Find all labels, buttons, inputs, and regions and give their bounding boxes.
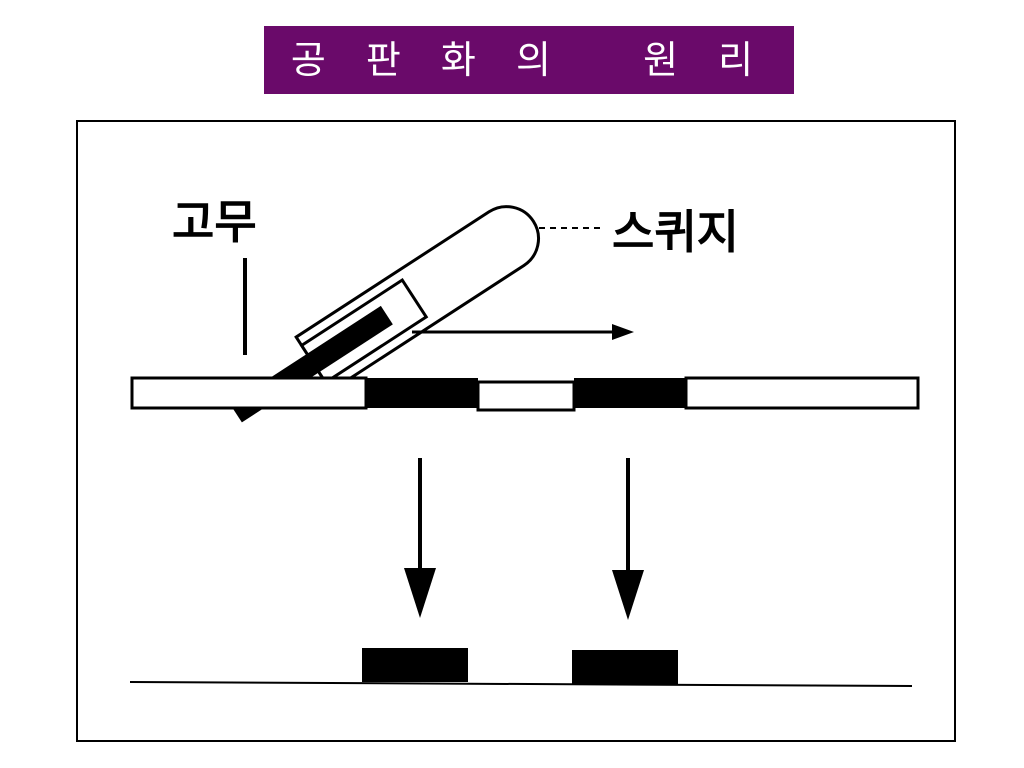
rubber-label: 고무 [172,195,257,249]
ink-arrow-left-head [404,568,436,618]
ink-deposit [572,650,678,684]
stencil-segment-blocked [476,380,576,412]
printed-paper-line [129,681,913,687]
stencil-screen [130,376,920,412]
slide-title: 공 판 화 의 원 리 [290,38,768,82]
motion-arrow-head [612,324,634,340]
stencil-segment-blocked [130,376,368,410]
stencil-open-area [366,378,478,408]
squeegee-label: 스퀴지 [612,205,739,259]
ink-arrow-right-head [612,570,644,620]
stencil-segment-blocked [684,376,920,410]
stencil-open-area [574,378,686,408]
title-banner: 공 판 화 의 원 리 [264,26,794,94]
diagram-frame [76,120,956,742]
ink-deposit [362,648,468,682]
